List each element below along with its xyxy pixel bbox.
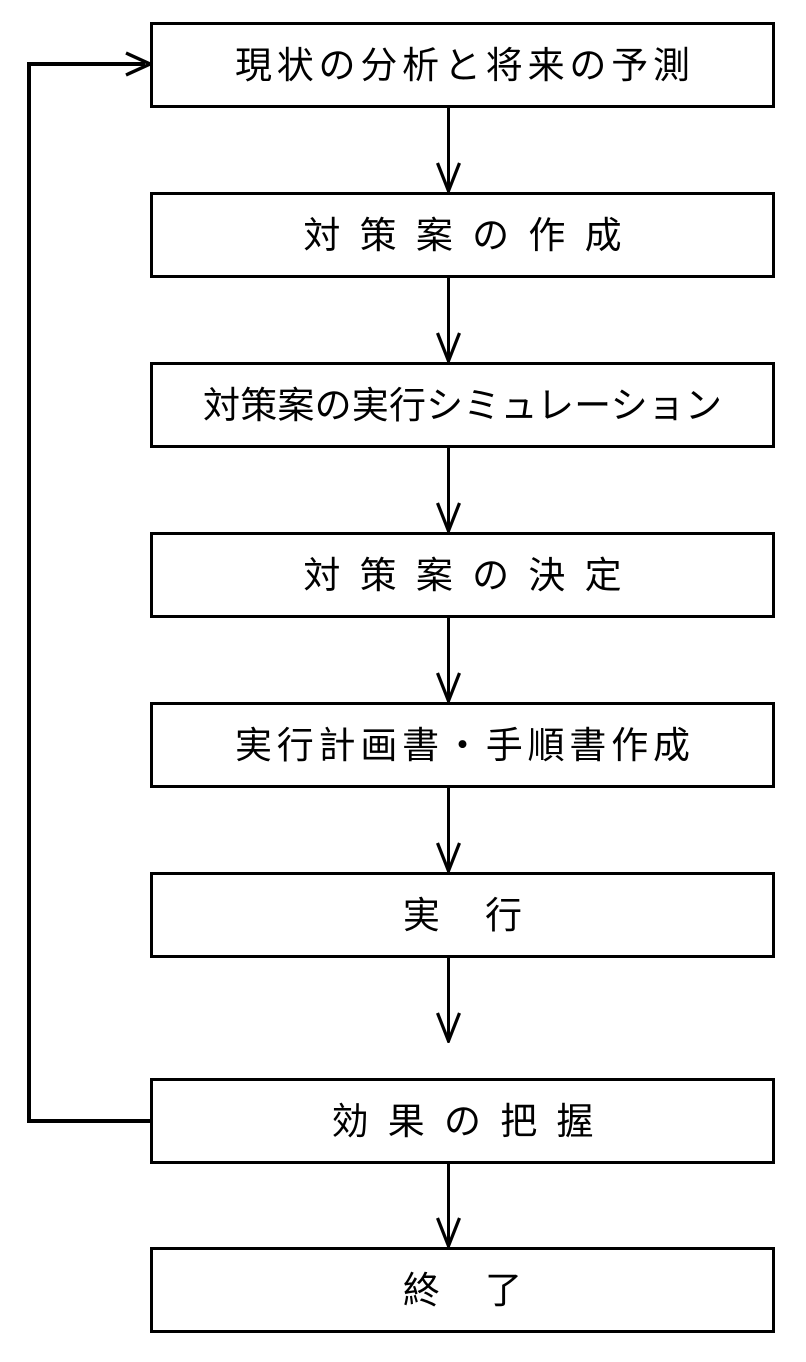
node-execution-plan[interactable]: 実行計画書・手順書作成 bbox=[150, 702, 775, 788]
arrow-down-icon bbox=[436, 161, 461, 196]
node-label: 実行 bbox=[402, 893, 568, 937]
edge-arrow-n7-n8 bbox=[436, 1164, 461, 1251]
node-end[interactable]: 終了 bbox=[150, 1247, 775, 1333]
edge-shaft bbox=[447, 618, 450, 702]
node-label: 対策案の実行シミュレーション bbox=[203, 383, 723, 427]
edge-arrow-n5-n6 bbox=[436, 788, 461, 876]
node-label: 対策案の作成 bbox=[303, 213, 641, 257]
node-label: 現状の分析と将来の予測 bbox=[234, 43, 695, 87]
feedback-loop-top-segment bbox=[27, 62, 145, 66]
arrow-down-icon bbox=[436, 671, 461, 706]
edge-arrow-n2-n3 bbox=[436, 278, 461, 366]
edge-shaft bbox=[447, 108, 450, 192]
node-current-analysis[interactable]: 現状の分析と将来の予測 bbox=[150, 22, 775, 108]
arrow-down-icon bbox=[436, 1216, 461, 1251]
arrow-down-icon bbox=[436, 841, 461, 876]
node-label: 効果の把握 bbox=[331, 1099, 613, 1143]
edge-shaft bbox=[447, 958, 450, 1042]
node-label: 終了 bbox=[402, 1268, 568, 1312]
edge-shaft bbox=[447, 278, 450, 362]
edge-arrow-n6-n7 bbox=[436, 958, 461, 1046]
edge-shaft bbox=[447, 448, 450, 532]
edge-arrow-n1-n2 bbox=[436, 108, 461, 196]
feedback-loop-vertical-segment bbox=[27, 62, 31, 1123]
node-label: 対策案の決定 bbox=[303, 553, 641, 597]
node-label: 実行計画書・手順書作成 bbox=[234, 723, 695, 767]
edge-arrow-n4-n5 bbox=[436, 618, 461, 706]
arrow-down-icon bbox=[436, 331, 461, 366]
node-effect-assessment[interactable]: 効果の把握 bbox=[150, 1078, 775, 1164]
arrow-down-icon bbox=[436, 501, 461, 536]
node-simulation[interactable]: 対策案の実行シミュレーション bbox=[150, 362, 775, 448]
feedback-loop-arrowhead-icon bbox=[124, 51, 155, 77]
edge-shaft bbox=[447, 1164, 450, 1247]
arrow-down-icon bbox=[436, 1011, 461, 1046]
edge-arrow-n3-n4 bbox=[436, 448, 461, 536]
feedback-loop-bottom-segment bbox=[27, 1119, 152, 1123]
edge-shaft bbox=[447, 788, 450, 872]
node-countermeasure-decision[interactable]: 対策案の決定 bbox=[150, 532, 775, 618]
node-execution[interactable]: 実行 bbox=[150, 872, 775, 958]
node-countermeasure-drafting[interactable]: 対策案の作成 bbox=[150, 192, 775, 278]
